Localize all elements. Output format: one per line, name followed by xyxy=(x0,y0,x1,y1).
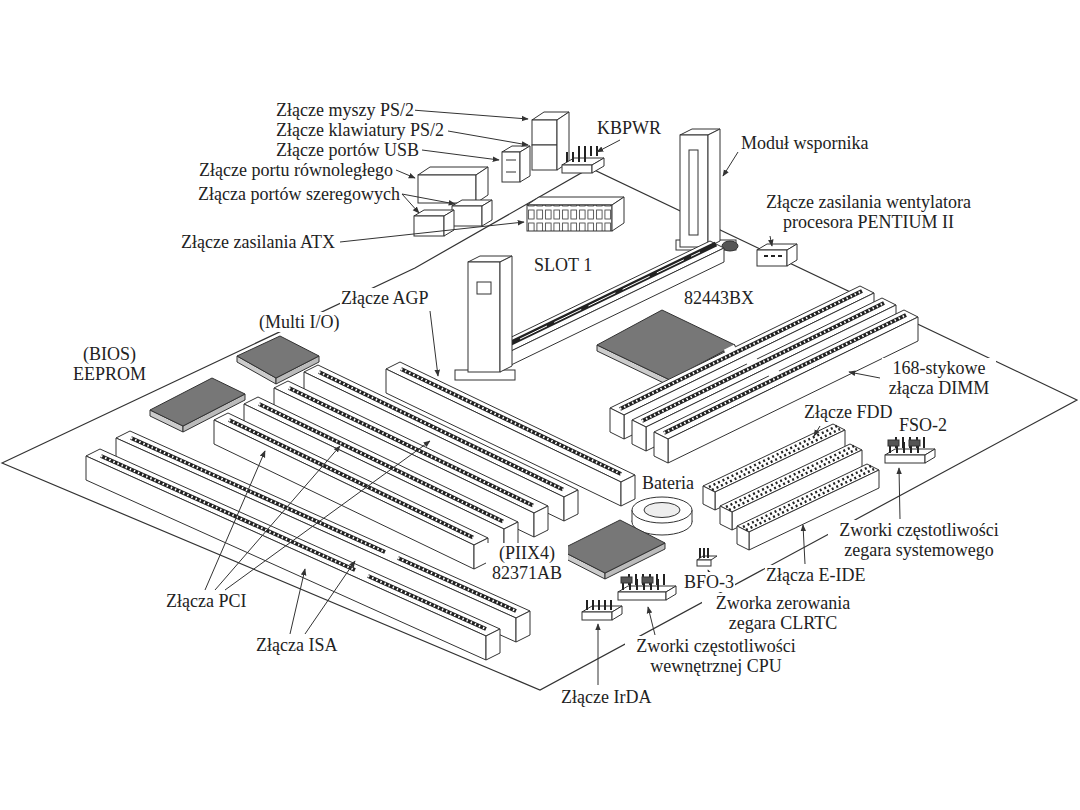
part-label: Złącze klawiatury PS/2 xyxy=(275,120,445,140)
part-label: Złącze IrDA xyxy=(560,687,652,707)
part-label: KBPWR xyxy=(596,118,662,138)
part-label: SLOT 1 xyxy=(533,255,593,275)
part-label: 82443BX xyxy=(683,288,755,308)
chip-piix4 xyxy=(560,520,665,579)
part-label: Złącze portów USB xyxy=(275,140,420,160)
part-label: FSO-2 xyxy=(898,415,948,435)
cpu-fan-connector xyxy=(757,244,797,266)
board-outline xyxy=(2,168,1077,690)
part-label: Złącza portów szeregowych xyxy=(197,184,401,204)
part-label: Złącza E-IDE xyxy=(765,565,866,585)
part-label: Złącze zasilania wentylatora procesora P… xyxy=(755,192,982,232)
part-label: (PIIX4) 82371AB xyxy=(486,543,568,583)
kbpwr-jumper xyxy=(562,146,604,173)
battery xyxy=(632,497,692,535)
irda-connector xyxy=(582,600,622,620)
chip-bios xyxy=(150,378,245,432)
usb-port xyxy=(502,146,530,182)
fso2-jumpers xyxy=(885,437,935,463)
part-label: Moduł wspornika xyxy=(740,133,870,153)
part-label: BFO-3 xyxy=(683,572,735,592)
part-label: 168-stykowe złącza DIMM xyxy=(882,358,996,398)
part-label: (Multi I/O) xyxy=(258,312,341,332)
slot1-retention-left xyxy=(455,256,515,380)
part-label: Złącze myszy PS/2 xyxy=(275,100,415,120)
part-label: Zworki częstotliwości wewnętrznej CPU xyxy=(625,636,807,676)
isa-slots xyxy=(86,431,530,660)
part-label: (BIOS) EEPROM xyxy=(66,344,153,384)
part-label: Bateria xyxy=(641,473,695,493)
part-label: Złącze zasilania ATX xyxy=(180,232,336,252)
dimm-slots xyxy=(610,286,918,463)
clrtc-jumper xyxy=(697,548,717,566)
chip-multi-io xyxy=(237,336,319,384)
part-label: Zworki częstotliwości zegara systemowego xyxy=(828,520,1010,560)
part-label: Złącze AGP xyxy=(340,288,429,308)
atx-power-connector xyxy=(527,197,624,231)
part-label: Złącze portu równoległego xyxy=(198,160,394,180)
ps2-ports xyxy=(532,112,569,170)
serial-ports xyxy=(414,200,492,236)
part-label: Złącze FDD xyxy=(803,402,893,422)
part-label: Złącza ISA xyxy=(255,635,338,655)
parallel-port xyxy=(418,167,488,203)
part-label: Zworka zerowania zegara CLRTC xyxy=(702,593,864,633)
part-label: Złącza PCI xyxy=(165,591,247,611)
cpu-frequency-jumpers xyxy=(618,574,676,600)
slot1-retention-right xyxy=(676,129,738,251)
